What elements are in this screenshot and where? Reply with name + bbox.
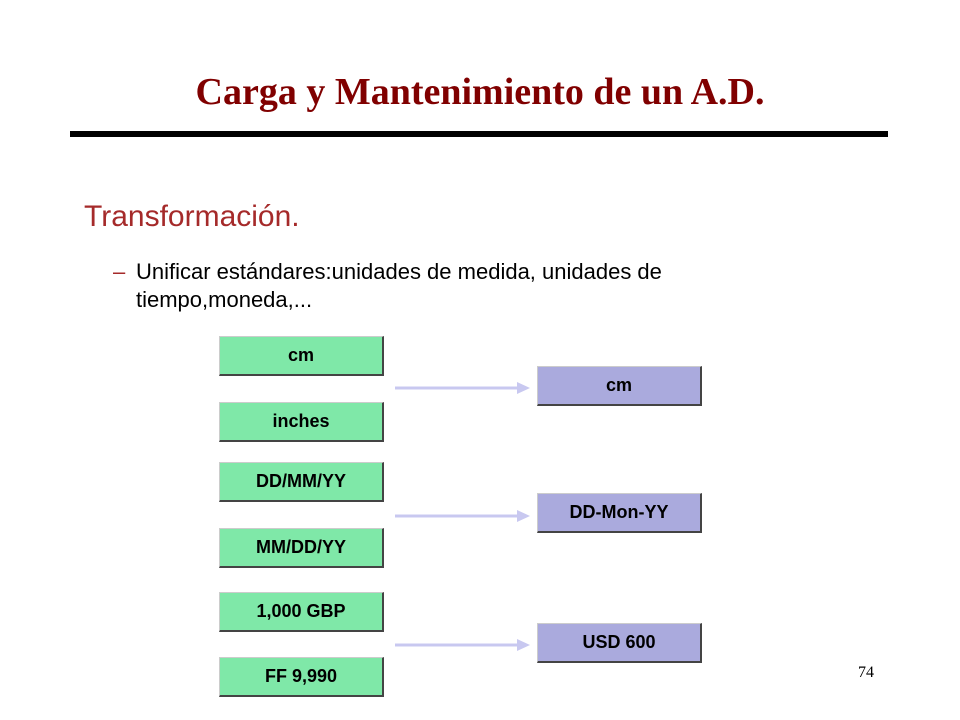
- source-box-ddmmyy: DD/MM/YY: [219, 462, 384, 502]
- arrow-icon: [395, 510, 530, 522]
- bullet-text: Unificar estándares:unidades de medida, …: [136, 259, 662, 312]
- slide-title: Carga y Mantenimiento de un A.D.: [195, 71, 765, 113]
- target-box-usd: USD 600: [537, 623, 702, 663]
- source-box-inches: inches: [219, 402, 384, 442]
- target-box-cm: cm: [537, 366, 702, 406]
- arrow-icon: [395, 639, 530, 651]
- page-number: 74: [858, 664, 874, 681]
- source-box-cm: cm: [219, 336, 384, 376]
- title-divider: [70, 131, 888, 137]
- source-box-ff: FF 9,990: [219, 657, 384, 697]
- target-box-ddmonyy: DD-Mon-YY: [537, 493, 702, 533]
- bullet-marker: –: [113, 259, 126, 284]
- bullet-item: – Unificar estándares:unidades de medida…: [113, 258, 813, 314]
- source-box-mmddyy: MM/DD/YY: [219, 528, 384, 568]
- arrow-icon: [395, 382, 530, 394]
- source-box-gbp: 1,000 GBP: [219, 592, 384, 632]
- section-heading: Transformación.: [84, 200, 300, 233]
